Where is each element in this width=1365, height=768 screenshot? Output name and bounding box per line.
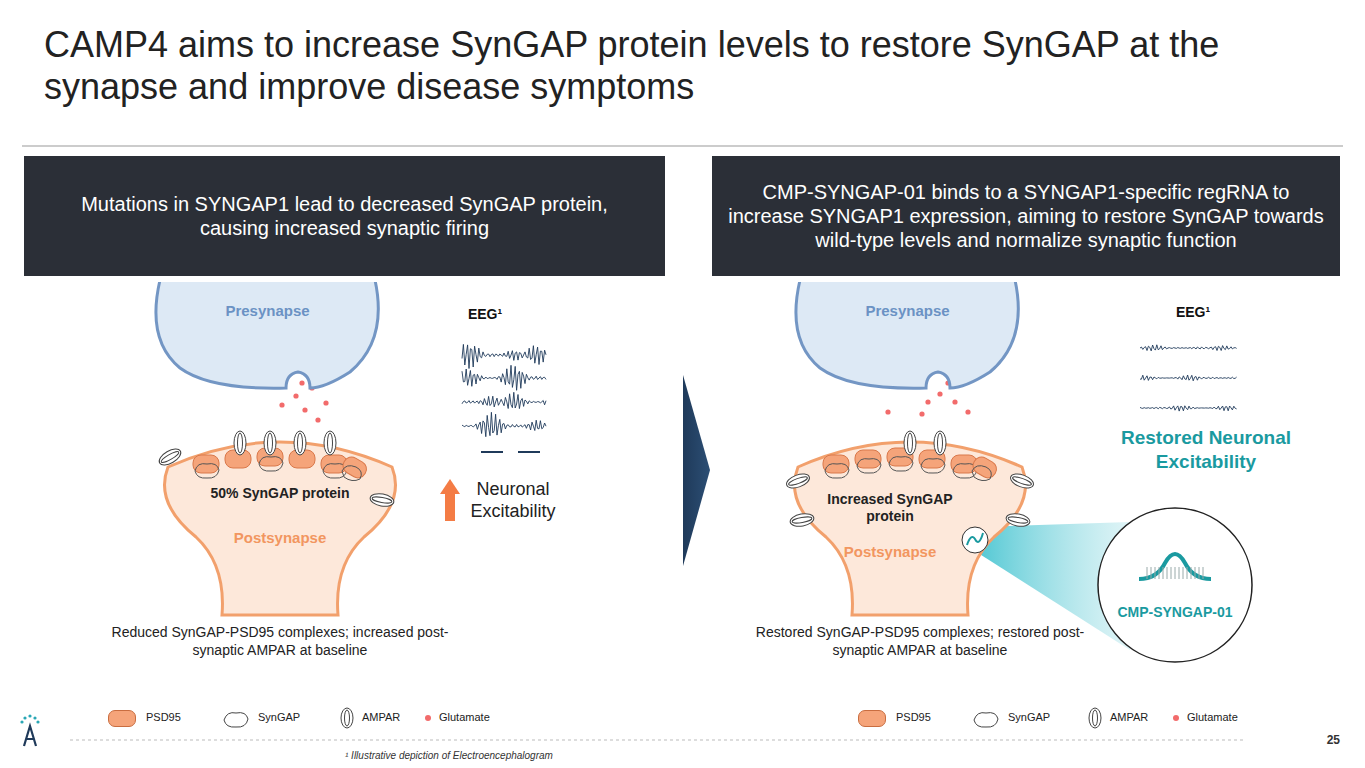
label: Neuronal Excitability (458, 478, 568, 522)
node-text: 50% SynGAP protein (195, 485, 365, 502)
slide-title: CAMP4 aims to increase SynGAP protein le… (44, 24, 1334, 108)
eeg-bar (481, 451, 503, 453)
legend-dot (1173, 715, 1179, 721)
syngap-symbol (222, 707, 250, 729)
node-text: Presynapse (150, 302, 385, 319)
presynapse: Presynapse (150, 280, 385, 390)
label: Restored SynGAP-PSD95 complexes; restore… (750, 623, 1090, 659)
node-text: CMP-SYNGAP-01 (1105, 604, 1245, 620)
footer-rule (70, 740, 1245, 741)
node-text: Mutations in SYNGAP1 lead to decreased S… (44, 192, 645, 240)
legend-text: PSD95 (146, 711, 181, 723)
legend-swatch (858, 710, 886, 727)
progress-chevron (683, 375, 710, 566)
legend-text: AMPAR (1110, 711, 1148, 723)
legend-text: Glutamate (1187, 711, 1238, 723)
callout-circle: CMP-SYNGAP-01 (1097, 507, 1253, 663)
increase-arrow (440, 479, 460, 521)
title-rule (22, 145, 1343, 146)
legend-swatch (108, 710, 136, 727)
glutamate-dots (279, 380, 970, 422)
node-text: Increased SynGAP protein (820, 491, 960, 525)
info-box: Mutations in SYNGAP1 lead to decreased S… (24, 156, 665, 276)
legend-text: SynGAP (258, 711, 300, 723)
legend-text: SynGAP (1008, 711, 1050, 723)
legend-text: AMPAR (362, 711, 400, 723)
eeg-bar (518, 451, 540, 453)
node-text: Postsynapse (810, 543, 970, 560)
legend-dot (425, 715, 431, 721)
postsynapse: 50% SynGAP proteinPostsynapse (160, 425, 400, 615)
legend-text: PSD95 (896, 711, 931, 723)
label: ¹ Illustrative depiction of Electroencep… (345, 750, 665, 761)
node-text: Presynapse (790, 302, 1025, 319)
postsynapse: Increased SynGAP proteinPostsynapse (790, 425, 1030, 615)
company-logo (20, 714, 39, 746)
node-outline (150, 280, 385, 390)
info-box: CMP-SYNGAP-01 binds to a SYNGAP1-specifi… (712, 156, 1340, 276)
label: EEG¹ (440, 306, 530, 322)
node-text: CMP-SYNGAP-01 binds to a SYNGAP1-specifi… (724, 180, 1328, 252)
node-outline (160, 425, 400, 615)
node-outline (790, 280, 1025, 390)
label: 25 (1300, 733, 1340, 747)
node-outline (1097, 507, 1253, 663)
syngap-symbol (972, 707, 1000, 729)
node-text: Postsynapse (190, 529, 370, 546)
label: Restored Neuronal Excitability (1108, 426, 1304, 474)
label: Reduced SynGAP-PSD95 complexes; increase… (110, 623, 450, 659)
legend-text: Glutamate (439, 711, 490, 723)
label: EEG¹ (1148, 304, 1238, 320)
presynapse: Presynapse (790, 280, 1025, 390)
